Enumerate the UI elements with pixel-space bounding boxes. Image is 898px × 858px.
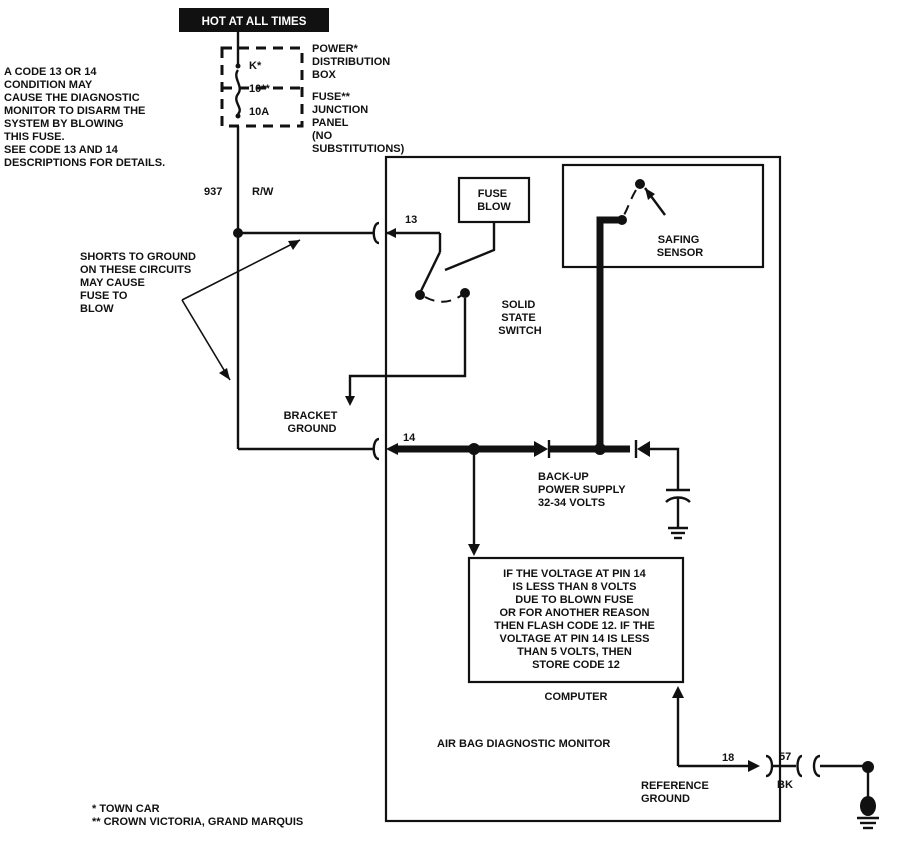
computer-feed-arrow	[468, 544, 480, 556]
fuse-id-1: K*	[249, 60, 262, 72]
ground-lug	[860, 796, 876, 816]
fuse-terminal-top	[235, 63, 241, 69]
switch-dashed-link	[424, 294, 463, 303]
circuit-number: 937	[204, 186, 222, 198]
fuse-terminal-bottom	[235, 113, 241, 119]
code-note: A CODE 13 OR 14 CONDITION MAY CAUSE THE …	[4, 66, 165, 169]
shorts-note: SHORTS TO GROUND ON THESE CIRCUITS MAY C…	[80, 251, 199, 315]
fuse-blow-link	[444, 222, 496, 272]
pin14-arrow	[386, 443, 398, 455]
bracket-ground-arrow	[345, 396, 355, 406]
sensor-dashed-link	[623, 189, 637, 216]
backup-splice	[594, 443, 606, 455]
diode-1-icon	[534, 441, 548, 457]
sensor-thick-wire	[596, 216, 622, 449]
reference-arrow-up	[672, 686, 684, 698]
ground-circuit-color: BK	[777, 779, 793, 791]
hot-header-box	[179, 8, 329, 32]
fuse-element-icon	[235, 69, 241, 115]
fuse-blow-label: FUSE BLOW	[477, 188, 511, 213]
hot-header-label: HOT AT ALL TIMES	[202, 16, 307, 28]
pin14-label: 14	[403, 432, 416, 444]
connector-13	[372, 221, 380, 245]
pin18-label: 18	[722, 752, 734, 764]
switch-contact-right	[460, 288, 470, 298]
computer-box	[467, 556, 685, 684]
solid-state-switch-label: SOLID STATE SWITCH	[498, 299, 541, 337]
power-distribution-label: POWER* DISTRIBUTION BOX	[312, 43, 393, 81]
reference-ground-label: REFERENCE GROUND	[641, 780, 712, 805]
switch-contact-left	[415, 290, 425, 300]
bracket-ground-label: BRACKET GROUND	[284, 410, 341, 435]
shorts-arrow-1	[181, 239, 301, 301]
computer-note: IF THE VOLTAGE AT PIN 14 IS LESS THAN 8 …	[494, 568, 658, 671]
fuse-id-2: 10**	[249, 83, 271, 95]
shorts-arrow-2-head	[219, 368, 230, 380]
diode-2-icon	[637, 441, 650, 457]
fuse-blow-box	[457, 176, 531, 224]
pin13-label: 13	[405, 214, 417, 226]
sensor-arm-arrow	[645, 188, 655, 200]
capacitor-wire	[650, 447, 680, 490]
shorts-arrow-2	[181, 299, 231, 381]
fuse-rating: 10A	[249, 106, 269, 118]
diagnostic-monitor-box	[384, 155, 782, 823]
backup-supply-label: BACK-UP POWER SUPPLY 32-34 VOLTS	[538, 471, 628, 509]
fuse-junction-label: FUSE** JUNCTION PANEL (NO SUBSTITUTIONS)	[312, 91, 405, 155]
shorts-arrow-1-head	[288, 240, 300, 250]
safing-sensor-box	[561, 163, 765, 269]
monitor-label: AIR BAG DIAGNOSTIC MONITOR	[437, 738, 610, 750]
pin18-arrow	[748, 760, 760, 772]
sensor-contact-top	[635, 179, 645, 189]
footnotes: * TOWN CAR ** CROWN VICTORIA, GRAND MARQ…	[92, 803, 303, 828]
connector-57-right	[812, 754, 821, 778]
safing-sensor-label: SAFING SENSOR	[657, 234, 704, 259]
pin13-arrow	[386, 228, 396, 238]
ground-circuit-number: 57	[779, 751, 791, 763]
connector-18	[765, 754, 774, 778]
switch-arm	[418, 251, 442, 294]
circuit-color: R/W	[252, 186, 274, 198]
connector-57-left	[796, 754, 803, 778]
computer-label: COMPUTER	[545, 691, 608, 703]
connector-14	[372, 437, 380, 461]
capacitor-plate-bottom	[665, 496, 691, 503]
bracket-ground-wire	[348, 298, 467, 400]
